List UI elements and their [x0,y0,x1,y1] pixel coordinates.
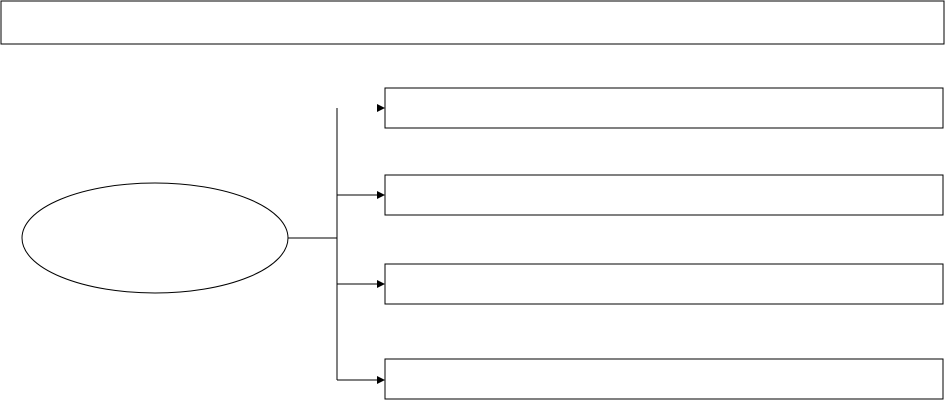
target-box-4 [384,358,944,400]
target-box-2 [384,174,944,216]
target-box-1 [384,87,944,129]
target-box-3 [384,263,944,305]
source-ellipse [21,182,289,294]
header-box [0,0,945,45]
